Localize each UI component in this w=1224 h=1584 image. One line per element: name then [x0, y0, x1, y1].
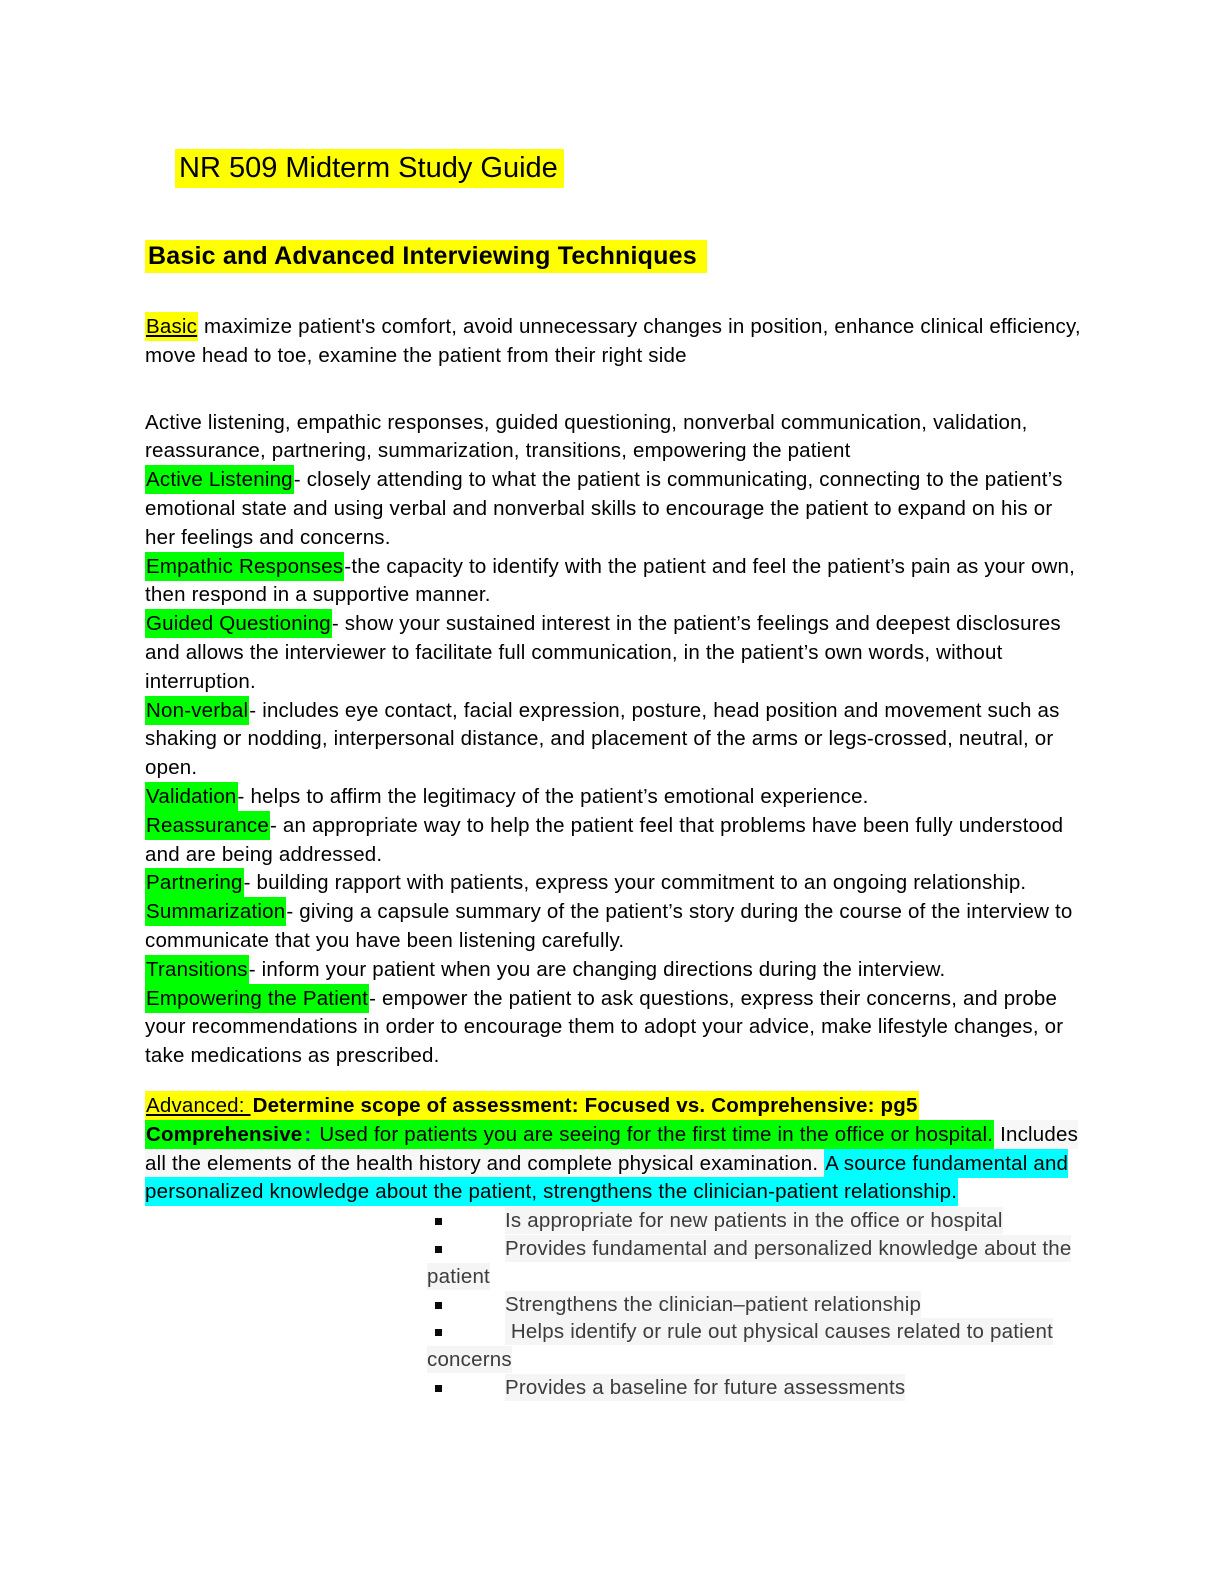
- definition-term: Empowering the Patient: [145, 983, 370, 1013]
- document-title-line: NR 509 Midterm Study Guide: [175, 148, 1087, 193]
- definition-term: Reassurance: [145, 810, 270, 840]
- comprehensive-label: Comprehensive: [145, 1119, 304, 1149]
- basic-intro-paragraph: Basic maximize patient's comfort, avoid …: [145, 312, 1087, 371]
- comprehensive-colon: :: [303, 1119, 313, 1149]
- square-bullet-icon: [435, 1329, 442, 1337]
- bullet-text: Provides fundamental and personalized kn…: [427, 1234, 1072, 1290]
- bullet-text: Helps identify or rule out physical caus…: [427, 1318, 1053, 1374]
- definition-text: - includes eye contact, facial expressio…: [145, 698, 1060, 780]
- square-bullet-icon: [435, 1301, 442, 1309]
- bullet-item: Is appropriate for new patients in the o…: [427, 1207, 1087, 1235]
- definition-item: Empowering the Patient- empower the pati…: [145, 983, 1087, 1071]
- square-bullet-icon: [435, 1218, 442, 1226]
- definition-item: Validation- helps to affirm the legitima…: [145, 781, 1087, 812]
- definition-term: Active Listening: [145, 465, 294, 495]
- bullet-marker: [435, 1235, 505, 1263]
- definition-text: - closely attending to what the patient …: [145, 468, 1063, 549]
- document-title: NR 509 Midterm Study Guide: [175, 149, 564, 188]
- definition-term: Partnering: [145, 868, 244, 898]
- techniques-overview-paragraph: Active listening, empathic responses, gu…: [145, 410, 1028, 463]
- definition-text: - building rapport with patients, expres…: [243, 871, 1027, 895]
- advanced-heading-line: Advanced: Determine scope of assessment:…: [145, 1090, 1087, 1121]
- bullet-item: Provides fundamental and personalized kn…: [427, 1234, 1087, 1291]
- definition-text: - inform your patient when you are chang…: [248, 957, 946, 981]
- definition-item: Guided Questioning- show your sustained …: [145, 609, 1087, 696]
- definition-term: Transitions: [145, 954, 249, 984]
- definition-text: - show your sustained interest in the pa…: [145, 612, 1061, 693]
- bullet-marker: [435, 1318, 505, 1346]
- definition-item: Reassurance- an appropriate way to help …: [145, 810, 1087, 870]
- comprehensive-paragraph: Comprehensive: Used for patients you are…: [145, 1119, 1087, 1207]
- definition-text: - an appropriate way to help the patient…: [145, 813, 1064, 866]
- bullet-text: Provides a baseline for future assessmen…: [505, 1373, 906, 1401]
- basic-intro-text: maximize patient's comfort, avoid unnece…: [145, 315, 1081, 367]
- bullet-marker: [435, 1207, 505, 1235]
- section-heading-line: Basic and Advanced Interviewing Techniqu…: [145, 239, 1087, 277]
- bullet-text: Strengthens the clinician–patient relati…: [505, 1290, 922, 1318]
- comprehensive-text: Used for patients you are seeing for the…: [312, 1119, 995, 1149]
- definition-text: - helps to affirm the legitimacy of the …: [237, 784, 869, 808]
- definition-term: Validation: [145, 781, 238, 811]
- square-bullet-icon: [435, 1384, 442, 1392]
- section-heading: Basic and Advanced Interviewing Techniqu…: [145, 240, 707, 273]
- definition-item: Partnering- building rapport with patien…: [145, 868, 1087, 898]
- definition-term: Empathic Responses: [145, 551, 345, 581]
- square-bullet-icon: [435, 1245, 442, 1253]
- definition-term: Guided Questioning: [145, 609, 332, 639]
- definition-item: Summarization- giving a capsule summary …: [145, 897, 1087, 956]
- definition-text: - empower the patient to ask questions, …: [145, 986, 1064, 1068]
- definition-text: - giving a capsule summary of the patien…: [145, 900, 1073, 952]
- bullet-marker: [435, 1291, 505, 1319]
- definition-text: -the capacity to identify with the patie…: [145, 554, 1076, 607]
- definition-item: Active Listening- closely attending to w…: [145, 465, 1087, 552]
- bullet-marker: [435, 1374, 505, 1402]
- definition-item: Empathic Responses-the capacity to ident…: [145, 551, 1087, 611]
- bullet-item: Provides a baseline for future assessmen…: [427, 1373, 1087, 1402]
- advanced-heading: Determine scope of assessment: Focused v…: [251, 1090, 919, 1120]
- definition-term: Non-verbal: [145, 695, 250, 725]
- bullet-item: Helps identify or rule out physical caus…: [427, 1318, 1087, 1374]
- definition-item: Transitions- inform your patient when yo…: [145, 954, 1087, 985]
- definition-term: Summarization: [145, 897, 287, 927]
- definition-item: Non-verbal- includes eye contact, facial…: [145, 695, 1087, 783]
- advanced-section: Advanced: Determine scope of assessment:…: [145, 1090, 1087, 1402]
- bullet-list: Is appropriate for new patients in the o…: [427, 1207, 1087, 1402]
- bullet-text: Is appropriate for new patients in the o…: [505, 1207, 1003, 1235]
- basic-label: Basic: [145, 312, 199, 341]
- study-guide-document: NR 509 Midterm Study Guide Basic and Adv…: [145, 148, 1087, 1402]
- bullet-item: Strengthens the clinician–patient relati…: [427, 1290, 1087, 1319]
- advanced-label: Advanced:: [145, 1090, 252, 1120]
